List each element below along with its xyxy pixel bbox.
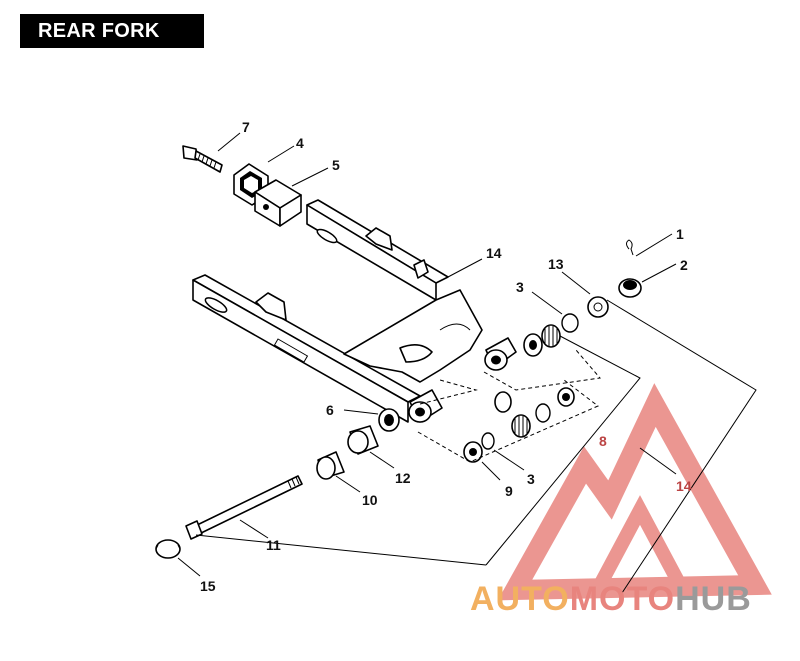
page-title: REAR FORK [20,14,204,48]
callout-13: 13 [548,256,564,272]
watermark-auto: AUTO [470,580,570,618]
callout-3-lower: 3 [527,471,535,487]
callout-8: 8 [599,433,607,449]
svg-text:AUTOMOTOHUB: AUTOMOTOHUB [470,580,752,618]
callout-11: 11 [266,537,281,553]
exploded-guides [417,349,601,463]
callout-14-lower: 14 [676,478,692,494]
callout-2: 2 [680,257,688,273]
callout-15: 15 [200,578,216,594]
callout-9: 9 [505,483,513,499]
watermark-hub: HUB [675,580,752,618]
callout-10: 10 [362,492,378,508]
callout-12: 12 [395,470,411,486]
swingarm-part [192,199,517,423]
assembly-bracket-8 [195,299,757,597]
callout-7: 7 [242,119,250,135]
callout-1: 1 [676,226,684,242]
callouts: 1 2 3 3 4 5 6 7 8 9 10 11 12 13 14 14 15 [200,119,692,594]
bolt-part [182,145,223,173]
callout-6: 6 [326,402,334,418]
block-part [254,179,302,227]
lower-bearing-set [316,387,575,480]
leader-lines [177,132,677,577]
pivot-shaft-part [155,475,303,559]
watermark-logo [497,383,772,601]
callout-4: 4 [296,135,304,151]
upper-bearing-set [523,239,642,357]
callout-3-upper: 3 [516,279,524,295]
watermark-wordmark: AUTOMOTOHUB [470,580,752,618]
callout-14-upper: 14 [486,245,502,261]
callout-5: 5 [332,157,340,173]
watermark-moto: MOTO [570,580,675,618]
